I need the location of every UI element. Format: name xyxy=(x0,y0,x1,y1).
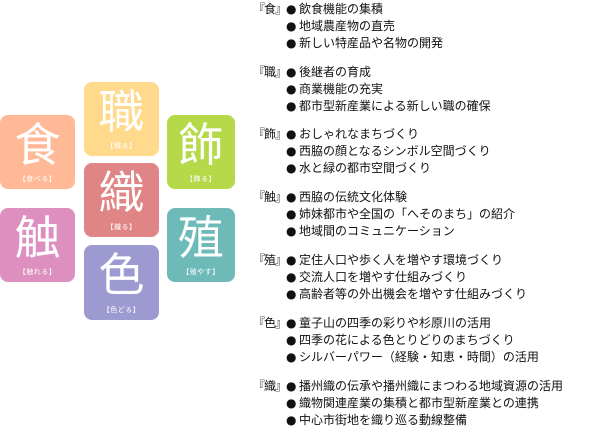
group-label: 『色』 xyxy=(253,316,287,330)
list-item: ●高齢者等の外出機会を増やす仕組みづくり xyxy=(286,286,600,303)
group-label: 『殖』 xyxy=(253,253,287,267)
group-items: ●飲食機能の集積 ●地域農産物の直売 ●新しい特産品や名物の開発 xyxy=(286,1,600,52)
bullet-icon: ● xyxy=(286,413,297,427)
item-text: 後継者の育成 xyxy=(299,65,372,79)
tile-kanji: 職 xyxy=(98,85,145,139)
bullet-icon: ● xyxy=(286,350,297,364)
item-text: 飲食機能の集積 xyxy=(299,2,384,16)
list-item: ●後継者の育成 xyxy=(286,64,600,81)
bullet-icon: ● xyxy=(286,2,297,16)
tile-kanji: 食 xyxy=(14,118,61,172)
list-item: ●交流人口を増やす仕組みづくり xyxy=(286,269,600,286)
item-text: シルバーパワー（経験・知恵・時間）の活用 xyxy=(299,350,539,364)
list-item: ●おしゃれなまちづくり xyxy=(286,126,600,143)
group-label: 『職』 xyxy=(253,65,287,79)
bullet-icon: ● xyxy=(286,333,297,347)
bullet-icon: ● xyxy=(286,99,297,113)
list-item: ●童子山の四季の彩りや杉原川の活用 xyxy=(286,315,600,332)
item-text: 水と緑の都市空間づくり xyxy=(299,161,432,175)
tile-shoku-decorate: 飾 【飾る】 xyxy=(167,115,235,189)
bullet-icon: ● xyxy=(286,190,297,204)
tile-shoku-touch: 触 【触れる】 xyxy=(0,208,75,282)
bullet-icon: ● xyxy=(286,65,297,79)
group-label: 『飾』 xyxy=(253,127,287,141)
item-text: 都市型新産業による新しい職の確保 xyxy=(299,99,491,113)
list-item: ●四季の花による色とりどりのまちづくり xyxy=(286,332,600,349)
group-label: 『織』 xyxy=(253,379,287,393)
item-text: 商業機能の充実 xyxy=(299,82,384,96)
tile-kanji: 色 xyxy=(98,248,145,302)
tile-reading: 【飾る】 xyxy=(186,175,216,183)
item-text: 中心市街地を織り巡る動線整備 xyxy=(299,413,468,427)
tile-reading: 【触れる】 xyxy=(18,268,57,276)
tile-shoku-weave: 織 【織る】 xyxy=(84,163,159,237)
tile-kanji: 織 xyxy=(98,166,145,220)
item-text: 播州織の伝承や播州織にまつわる地域資源の活用 xyxy=(299,379,564,393)
tile-shoku-eat: 食 【食べる】 xyxy=(0,115,75,189)
bullet-icon: ● xyxy=(286,82,297,96)
bullet-icon: ● xyxy=(286,379,297,393)
bullet-icon: ● xyxy=(286,270,297,284)
bullet-icon: ● xyxy=(286,161,297,175)
item-text: 四季の花による色とりどりのまちづくり xyxy=(299,333,515,347)
item-text: 地域間のコミュニケーション xyxy=(299,224,455,238)
bullet-icon: ● xyxy=(286,207,297,221)
item-text: 西脇の顔となるシンボル空間づくり xyxy=(299,144,491,158)
tile-shoku-job: 職 【職る】 xyxy=(84,82,159,156)
tile-reading: 【織る】 xyxy=(106,223,137,231)
tile-shoku-grow: 殖 【殖やす】 xyxy=(167,208,235,282)
tile-shoku-color: 色 【色どる】 xyxy=(84,245,159,320)
item-text: 高齢者等の外出機会を増やす仕組みづくり xyxy=(299,287,528,301)
list-item: ●地域間のコミュニケーション xyxy=(286,223,600,240)
tile-reading: 【職る】 xyxy=(106,142,137,150)
group-items: ●童子山の四季の彩りや杉原川の活用 ●四季の花による色とりどりのまちづくり ●シ… xyxy=(286,315,600,366)
list-item: ●中心市街地を織り巡る動線整備 xyxy=(286,412,600,429)
bullet-icon: ● xyxy=(286,253,297,267)
bullet-icon: ● xyxy=(286,144,297,158)
bullet-icon: ● xyxy=(286,224,297,238)
bullet-icon: ● xyxy=(286,287,297,301)
item-text: 新しい特産品や名物の開発 xyxy=(299,36,444,50)
group-items: ●播州織の伝承や播州織にまつわる地域資源の活用 ●織物関連産業の集積と都市型新産… xyxy=(286,378,600,429)
list-item: ●西脇の顔となるシンボル空間づくり xyxy=(286,143,600,160)
list-item: ●播州織の伝承や播州織にまつわる地域資源の活用 xyxy=(286,378,600,395)
item-text: おしゃれなまちづくり xyxy=(299,127,420,141)
bullet-icon: ● xyxy=(286,396,297,410)
tile-kanji: 殖 xyxy=(178,211,224,265)
group-items: ●おしゃれなまちづくり ●西脇の顔となるシンボル空間づくり ●水と緑の都市空間づ… xyxy=(286,126,600,177)
group-label: 『触』 xyxy=(253,190,287,204)
list-item: ●飲食機能の集積 xyxy=(286,1,600,18)
group-items: ●西脇の伝統文化体験 ●姉妹都市や全国の「へそのまち」の紹介 ●地域間のコミュニ… xyxy=(286,189,600,240)
item-text: 姉妹都市や全国の「へそのまち」の紹介 xyxy=(299,207,516,221)
tile-kanji: 触 xyxy=(14,211,61,265)
item-text: 織物関連産業の集積と都市型新産業との連携 xyxy=(299,396,539,410)
bullet-icon: ● xyxy=(286,127,297,141)
tile-reading: 【殖やす】 xyxy=(182,268,220,276)
list-item: ●西脇の伝統文化体験 xyxy=(286,189,600,206)
group-label: 『食』 xyxy=(253,2,287,16)
bullet-icon: ● xyxy=(286,316,297,330)
list-item: ●姉妹都市や全国の「へそのまち」の紹介 xyxy=(286,206,600,223)
item-text: 童子山の四季の彩りや杉原川の活用 xyxy=(299,316,492,330)
tile-reading: 【色どる】 xyxy=(102,306,141,314)
list-item: ●新しい特産品や名物の開発 xyxy=(286,35,600,52)
list-item: ●都市型新産業による新しい職の確保 xyxy=(286,98,600,115)
item-text: 西脇の伝統文化体験 xyxy=(299,190,408,204)
bullet-icon: ● xyxy=(286,19,297,33)
tile-reading: 【食べる】 xyxy=(18,175,57,183)
list-item: ●シルバーパワー（経験・知恵・時間）の活用 xyxy=(286,349,600,366)
item-text: 交流人口を増やす仕組みづくり xyxy=(299,270,468,284)
item-text: 定住人口や歩く人を増やす環境づくり xyxy=(299,253,504,267)
bullet-icon: ● xyxy=(286,36,297,50)
item-text: 地域農産物の直売 xyxy=(299,19,396,33)
list-item: ●水と緑の都市空間づくり xyxy=(286,160,600,177)
list-item: ●商業機能の充実 xyxy=(286,81,600,98)
list-item: ●地域農産物の直売 xyxy=(286,18,600,35)
group-items: ●定住人口や歩く人を増やす環境づくり ●交流人口を増やす仕組みづくり ●高齢者等… xyxy=(286,252,600,303)
list-item: ●織物関連産業の集積と都市型新産業との連携 xyxy=(286,395,600,412)
list-item: ●定住人口や歩く人を増やす環境づくり xyxy=(286,252,600,269)
tile-kanji: 飾 xyxy=(178,118,224,172)
group-items: ●後継者の育成 ●商業機能の充実 ●都市型新産業による新しい職の確保 xyxy=(286,64,600,115)
